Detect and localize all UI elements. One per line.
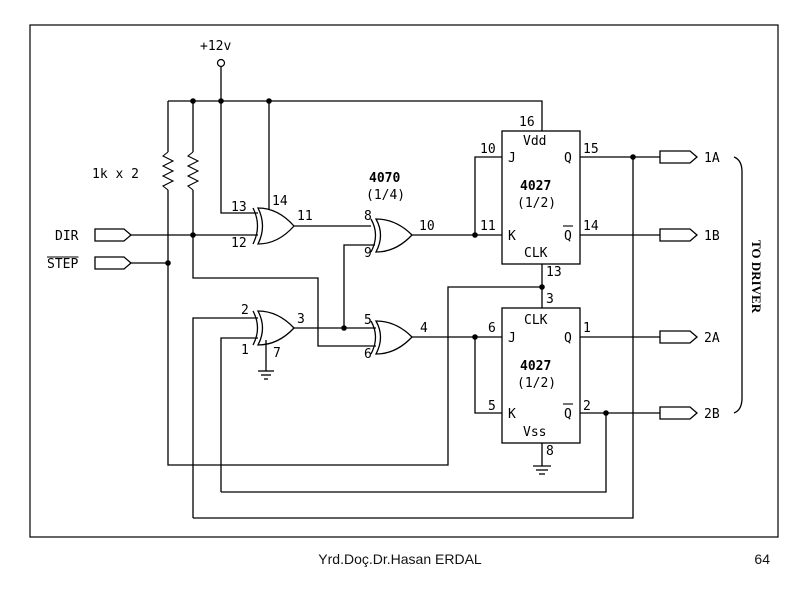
pin-label: 13 xyxy=(231,200,247,215)
ff-top-vdd: Vdd xyxy=(523,134,546,149)
driver-label: TO DRIVER xyxy=(749,240,764,314)
output-wiring xyxy=(193,154,660,519)
ff-bot-clk: CLK xyxy=(524,313,548,328)
ff-bot-k: K xyxy=(508,407,516,422)
xor-gate-3: 2 1 3 7 xyxy=(192,303,376,518)
pin-label: 7 xyxy=(273,346,281,361)
pin-label: 10 xyxy=(480,142,496,157)
xor-gate-1: 13 12 14 11 xyxy=(231,194,371,251)
ff-bot-qbar: Q xyxy=(564,407,572,422)
ff-top-j: J xyxy=(508,151,516,166)
ff-top-fraction: (1/2) xyxy=(517,196,556,211)
ff-bot-j: J xyxy=(508,331,516,346)
page-number: 64 xyxy=(754,551,770,567)
output-terminals: 1A 1B 2A 2B xyxy=(659,150,720,422)
ff-top-q: Q xyxy=(564,151,572,166)
pin-label: 8 xyxy=(546,444,554,459)
ff-top-clk: CLK xyxy=(524,246,548,261)
pin-label: 9 xyxy=(364,246,372,261)
output-1b-label: 1B xyxy=(704,229,720,244)
footer-author: Yrd.Doç.Dr.Hasan ERDAL xyxy=(318,551,482,567)
pin-label: 14 xyxy=(583,219,599,234)
pin-label: 2 xyxy=(583,399,591,414)
pin-label: 6 xyxy=(488,321,496,336)
pin-label: 12 xyxy=(231,236,247,251)
dir-input-terminal: DIR xyxy=(55,190,376,347)
xor-gate-4: 5 6 4 xyxy=(364,313,502,362)
output-1a-label: 1A xyxy=(704,151,720,166)
ff-top-k: K xyxy=(508,229,516,244)
pin-label: 8 xyxy=(364,209,372,224)
ff-bot-vss: Vss xyxy=(523,425,546,440)
ff-top-qbar: Q xyxy=(564,229,572,244)
pin-label: 1 xyxy=(583,321,591,336)
ff-top-name: 4027 xyxy=(520,179,551,194)
dir-label: DIR xyxy=(55,229,79,244)
gate-chip-fraction: (1/4) xyxy=(366,188,405,203)
pin-label: 16 xyxy=(519,115,535,130)
power-rail xyxy=(167,98,543,214)
pin-label: 15 xyxy=(583,142,599,157)
supply-label: +12v xyxy=(200,39,231,54)
flipflop-top: Vdd J K Q Q CLK 4027 (1/2) 16 10 11 15 1… xyxy=(472,115,599,308)
ff-bot-q: Q xyxy=(564,331,572,346)
resistor-label: 1k x 2 xyxy=(92,167,139,182)
pin-label: 2 xyxy=(241,303,249,318)
ff-bot-name: 4027 xyxy=(520,359,551,374)
pin-label: 14 xyxy=(272,194,288,209)
pin-label: 3 xyxy=(546,292,554,307)
step-label: STEP xyxy=(47,257,78,272)
output-2b-label: 2B xyxy=(704,407,720,422)
pin-label: 13 xyxy=(546,265,562,280)
step-input-terminal: STEP xyxy=(47,190,542,466)
pin-label: 4 xyxy=(420,321,428,336)
ff-bot-fraction: (1/2) xyxy=(517,376,556,391)
pin-label: 11 xyxy=(297,209,313,224)
pin-label: 11 xyxy=(480,219,496,234)
output-2a-label: 2A xyxy=(704,331,720,346)
pin-label: 10 xyxy=(419,219,435,234)
pin-label: 5 xyxy=(364,313,372,328)
pin-label: 3 xyxy=(297,312,305,327)
pin-label: 6 xyxy=(364,347,372,362)
figure-frame xyxy=(29,24,779,538)
supply-terminal: +12v xyxy=(200,39,231,101)
pullup-resistors: 1k x 2 xyxy=(92,151,200,191)
xor-gate-2: 8 9 10 xyxy=(343,209,502,326)
pin-label: 1 xyxy=(241,343,249,358)
gate-chip-name: 4070 xyxy=(369,171,400,186)
driver-bracket: TO DRIVER xyxy=(733,156,764,414)
pin-label: 5 xyxy=(488,399,496,414)
flipflop-bottom: CLK J K Q Q Vss 4027 (1/2) 3 6 5 1 2 8 xyxy=(472,292,591,475)
